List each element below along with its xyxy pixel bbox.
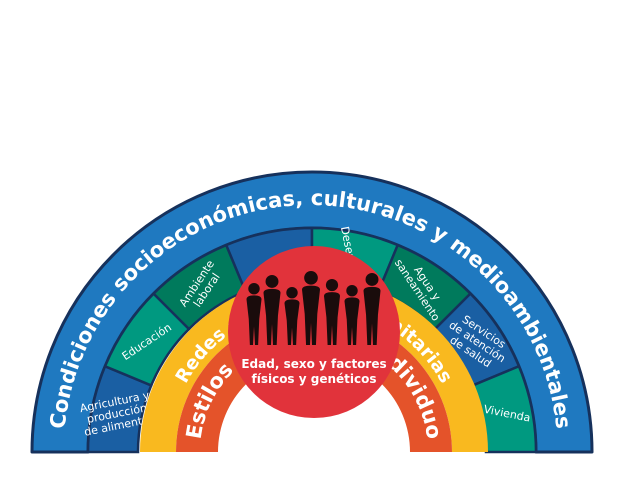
living-conditions-label-line2: y de trabajo bbox=[273, 96, 351, 110]
person-body bbox=[263, 288, 281, 345]
living-conditions-label-line1: Condiciones de vida bbox=[247, 81, 377, 95]
person-body bbox=[284, 299, 300, 345]
person-head bbox=[248, 283, 260, 295]
person-body bbox=[324, 292, 340, 345]
person-head bbox=[325, 279, 339, 292]
living-conditions-segments: Agricultura yproducciónde alimentosEduca… bbox=[79, 225, 538, 454]
social-ring-band bbox=[140, 278, 488, 452]
people-silhouettes-icon bbox=[246, 271, 381, 345]
person-head bbox=[365, 273, 379, 286]
center-label-line1: Edad, sexo y factores bbox=[241, 357, 386, 371]
living-conditions-arrows bbox=[238, 116, 377, 132]
person-body bbox=[363, 286, 381, 345]
person-body bbox=[344, 297, 360, 345]
person-body bbox=[302, 285, 320, 345]
person-head bbox=[304, 271, 318, 285]
center-label-line2: físicos y genéticos bbox=[251, 372, 376, 386]
arrow-right-icon bbox=[351, 116, 377, 132]
arrow-left-icon bbox=[238, 116, 264, 132]
person-body bbox=[246, 295, 262, 345]
person-head bbox=[346, 285, 358, 297]
person-head bbox=[265, 275, 279, 288]
person-head bbox=[286, 287, 298, 299]
